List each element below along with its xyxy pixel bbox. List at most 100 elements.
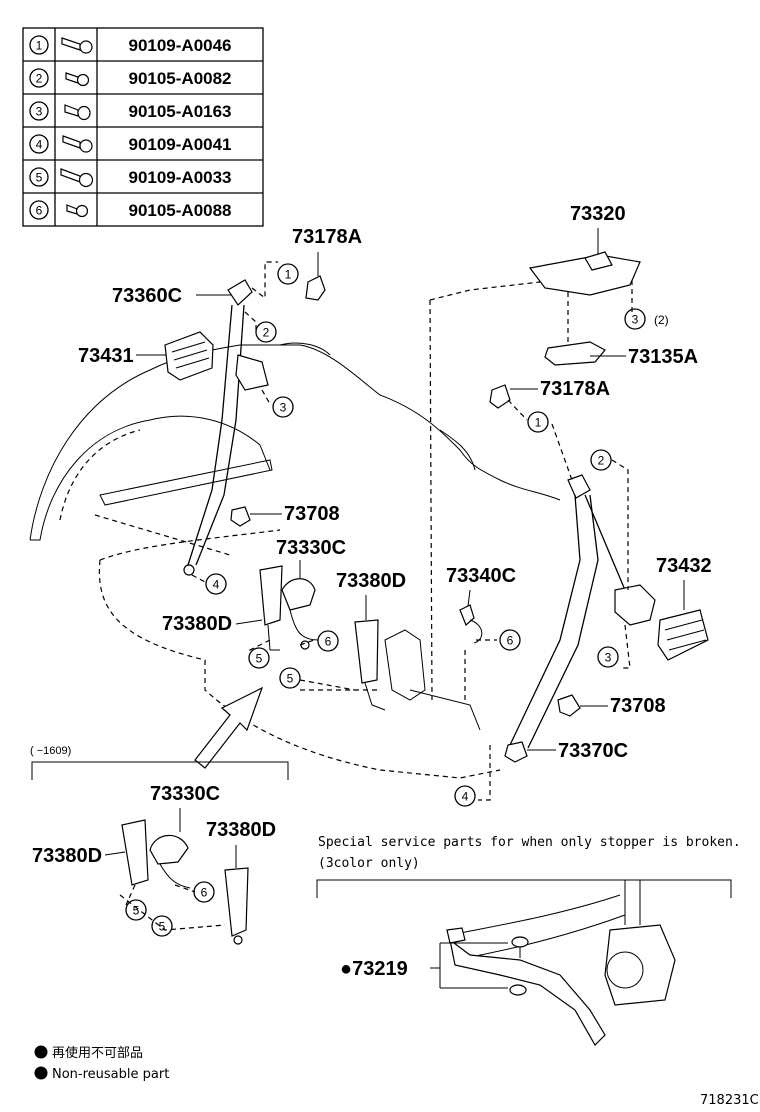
bullet-icon	[34, 1045, 48, 1059]
part-label: 73135A	[628, 346, 698, 368]
anchor-cover-73135A	[544, 341, 606, 366]
fastener-row: 3 90105-A0163	[29, 101, 232, 121]
belt-anchor-upper-right	[567, 474, 591, 499]
part-label: 73432	[656, 555, 712, 577]
svg-text:3: 3	[605, 651, 612, 665]
cover-73178A-left	[305, 275, 326, 301]
legend: 再使用不可部品 Non-reusable part	[34, 1045, 169, 1082]
fastener-num: 1	[36, 39, 43, 53]
buckle-73380D-inset-left	[121, 819, 149, 886]
vehicle-body-outline	[94, 281, 541, 779]
shoulder-belt-plate-73320	[528, 254, 641, 296]
left-seat-belt-assembly	[183, 279, 269, 576]
svg-text:3: 3	[632, 313, 639, 327]
long-flange-bolt-icon	[60, 168, 94, 188]
inset-range: ( −1609)	[30, 745, 71, 757]
part-label: 73330C	[276, 537, 346, 559]
callout-connectors	[191, 261, 633, 801]
svg-text:5: 5	[159, 920, 166, 934]
part-labels: 73178A 73360C 73431 73708 73330C 73380D …	[78, 203, 712, 762]
buckle-73330C-inset	[149, 834, 189, 865]
long-bolt-icon	[61, 37, 93, 54]
svg-text:5: 5	[256, 652, 263, 666]
special-note-line2: (3color only)	[318, 856, 420, 871]
part-label: 73360C	[112, 285, 182, 307]
buckle-73380D-left	[259, 565, 283, 626]
fastener-row: 5 90109-A0033	[29, 167, 232, 188]
part-label: 73178A	[292, 226, 362, 248]
fastener-table: 1 90109-A0046 2 90105-A0082 3	[22, 27, 264, 227]
svg-text:1: 1	[535, 416, 542, 430]
svg-text:1: 1	[285, 268, 292, 282]
belt-anchor-upper	[227, 279, 253, 306]
legend-en: Non-reusable part	[52, 1067, 169, 1082]
rear-quarter-trim	[29, 342, 561, 541]
fastener-part-number: 90109-A0046	[128, 36, 231, 55]
fastener-row: 4 90109-A0041	[29, 134, 232, 154]
buckle-73380D-inset-right	[224, 867, 249, 937]
stud-bolt-icon	[62, 135, 93, 153]
fastener-row: 6 90105-A0088	[29, 200, 232, 220]
fastener-row: 2 90105-A0082	[29, 68, 232, 88]
retractor-cover-73431	[164, 331, 214, 381]
part-label: 73330C	[150, 783, 220, 805]
svg-text:2: 2	[263, 326, 270, 340]
guide-73708-left	[230, 506, 251, 527]
part-label: 73320	[570, 203, 626, 225]
svg-text:2: 2	[598, 454, 605, 468]
svg-text:5: 5	[133, 904, 140, 918]
fastener-num: 5	[36, 171, 43, 185]
svg-text:4: 4	[213, 578, 220, 592]
guide-73708-right	[557, 694, 581, 717]
belt-retractor-bracket	[235, 354, 269, 391]
short-bolt-icon	[65, 72, 90, 87]
svg-text:6: 6	[507, 634, 514, 648]
part-label: 73370C	[558, 740, 628, 762]
diagram-id: 718231C	[700, 1093, 759, 1108]
cover-73178A-right	[489, 384, 511, 409]
retractor-73432	[614, 584, 656, 626]
part-label-73219: ●73219	[340, 958, 408, 980]
fastener-num: 2	[36, 72, 43, 86]
fastener-part-number: 90105-A0163	[128, 102, 231, 121]
retractor-cover-73432	[657, 609, 709, 661]
callout-quantity: (2)	[654, 313, 669, 327]
fastener-num: 4	[36, 138, 43, 152]
svg-text:4: 4	[462, 790, 469, 804]
fastener-part-number: 90105-A0082	[128, 69, 231, 88]
svg-text:5: 5	[287, 672, 294, 686]
svg-text:6: 6	[325, 635, 332, 649]
special-note-line1: Special service parts for when only stop…	[318, 835, 741, 850]
flange-bolt-icon	[64, 104, 91, 121]
fastener-part-number: 90109-A0033	[128, 168, 231, 187]
part-label: 73708	[284, 503, 340, 525]
bullet-icon	[34, 1066, 48, 1080]
buckle-73330C	[281, 578, 316, 611]
fastener-num: 6	[36, 204, 43, 218]
part-label: 73380D	[336, 570, 406, 592]
inset-early-model: ( −1609) 73330C 73380D 73380D 5 5 6	[30, 745, 289, 945]
center-buckle-assembly	[259, 565, 483, 731]
part-label: 73380D	[32, 845, 102, 867]
fastener-part-number: 90109-A0041	[128, 135, 231, 154]
fastener-num: 3	[36, 105, 43, 119]
legend-jp: 再使用不可部品	[52, 1045, 143, 1061]
part-label: 73431	[78, 345, 134, 367]
small-bolt-icon	[66, 204, 89, 218]
lower-anchor-73370C	[504, 741, 528, 763]
stopper-top	[511, 936, 529, 948]
svg-text:6: 6	[201, 886, 208, 900]
inset-arrow-icon	[194, 686, 264, 769]
retractor-illustration	[604, 924, 676, 1006]
buckle-73340C	[459, 604, 475, 627]
fastener-row: 1 90109-A0046	[29, 35, 232, 55]
callout-circles: 1 2 3 4 5 6 5 3 1 2 6 3 4 (2)	[205, 263, 669, 807]
part-label: 73708	[610, 695, 666, 717]
svg-text:3: 3	[280, 401, 287, 415]
part-label: 73340C	[446, 565, 516, 587]
fastener-part-number: 90105-A0088	[128, 201, 231, 220]
part-label: 73178A	[540, 378, 610, 400]
buckle-73380D-center	[354, 619, 379, 684]
special-service-parts: Special service parts for when only stop…	[316, 835, 741, 1046]
